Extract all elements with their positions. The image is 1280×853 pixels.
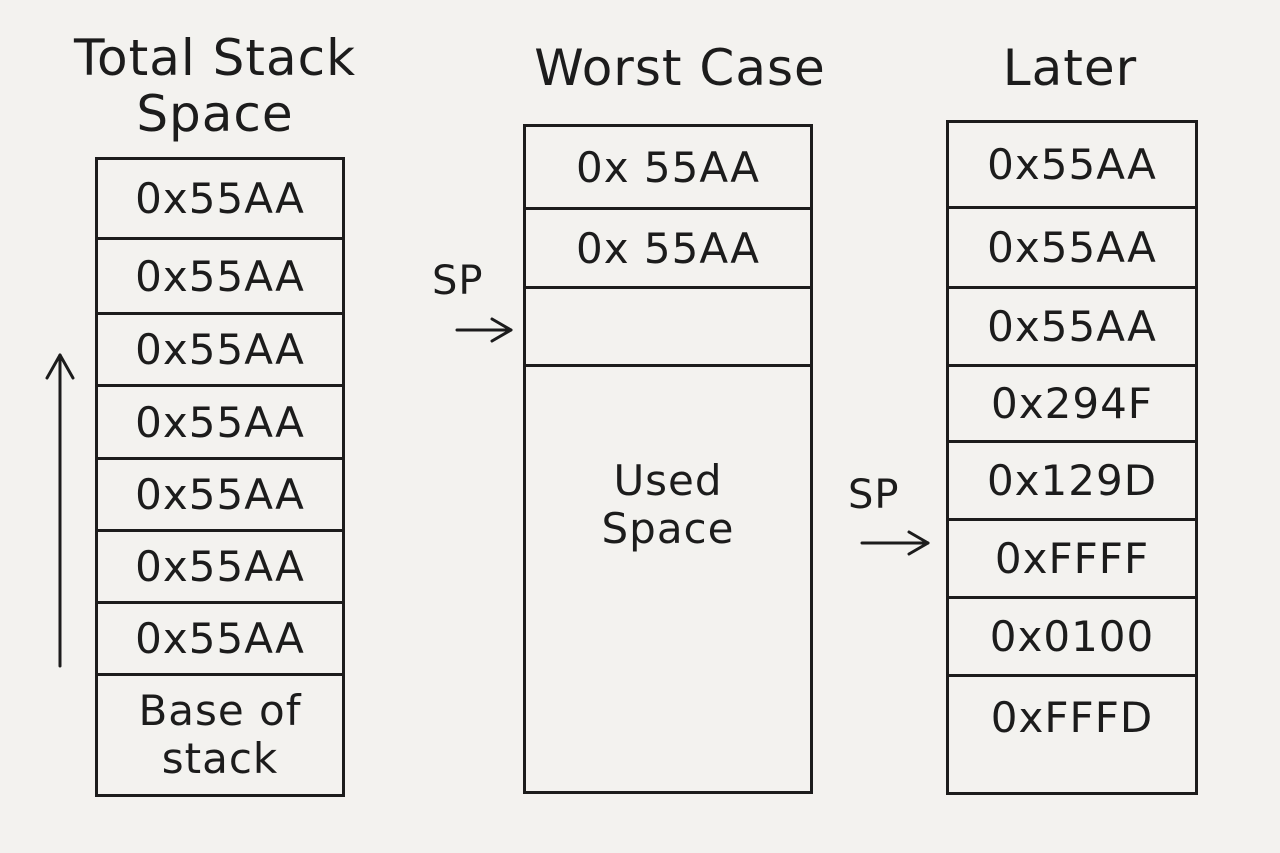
- stack-cell: 0x55AA: [949, 289, 1195, 367]
- title-total-stack-space: Total Stack Space: [73, 29, 357, 143]
- sp-arrow-worst-case: [455, 317, 513, 343]
- sp-label-worst-case: SP: [432, 258, 484, 304]
- empty-stack-cell: [526, 289, 810, 367]
- stack-cell: 0xFFFD: [990, 692, 1154, 742]
- stack-cell: 0x55AA: [98, 387, 342, 460]
- stack-cell: 0x294F: [949, 367, 1195, 443]
- base-of-stack-cell: Base of stack: [138, 686, 302, 783]
- stack-cell: 0x55AA: [949, 209, 1195, 289]
- stack-cell: 0x55AA: [98, 604, 342, 676]
- stack-cell: 0x55AA: [98, 315, 342, 387]
- stack-column-worst-case: 0x 55AA 0x 55AA Used Space: [523, 124, 813, 794]
- stack-cell: 0x55AA: [98, 532, 342, 604]
- growth-up-arrow: [45, 353, 75, 668]
- stack-cell: 0x55AA: [98, 240, 342, 315]
- stack-cell: 0x55AA: [98, 460, 342, 532]
- stack-cell: 0x55AA: [98, 160, 342, 240]
- stack-column-later: 0x55AA 0x55AA 0x55AA 0x294F 0x129D 0xFFF…: [946, 120, 1198, 795]
- stack-cell: 0x129D: [949, 443, 1195, 521]
- stack-cell: 0x 55AA: [526, 127, 810, 210]
- sp-label-later: SP: [848, 472, 900, 518]
- title-later: Later: [1002, 39, 1138, 97]
- used-space-region: Used Space: [601, 456, 735, 553]
- stack-column-total: 0x55AA 0x55AA 0x55AA 0x55AA 0x55AA 0x55A…: [95, 157, 345, 797]
- stack-cell: 0x 55AA: [526, 210, 810, 289]
- sp-arrow-later: [860, 530, 930, 556]
- title-worst-case: Worst Case: [534, 39, 826, 97]
- stack-cell: 0xFFFF: [949, 521, 1195, 599]
- stack-cell: 0x55AA: [949, 123, 1195, 209]
- stack-cell: 0x0100: [949, 599, 1195, 677]
